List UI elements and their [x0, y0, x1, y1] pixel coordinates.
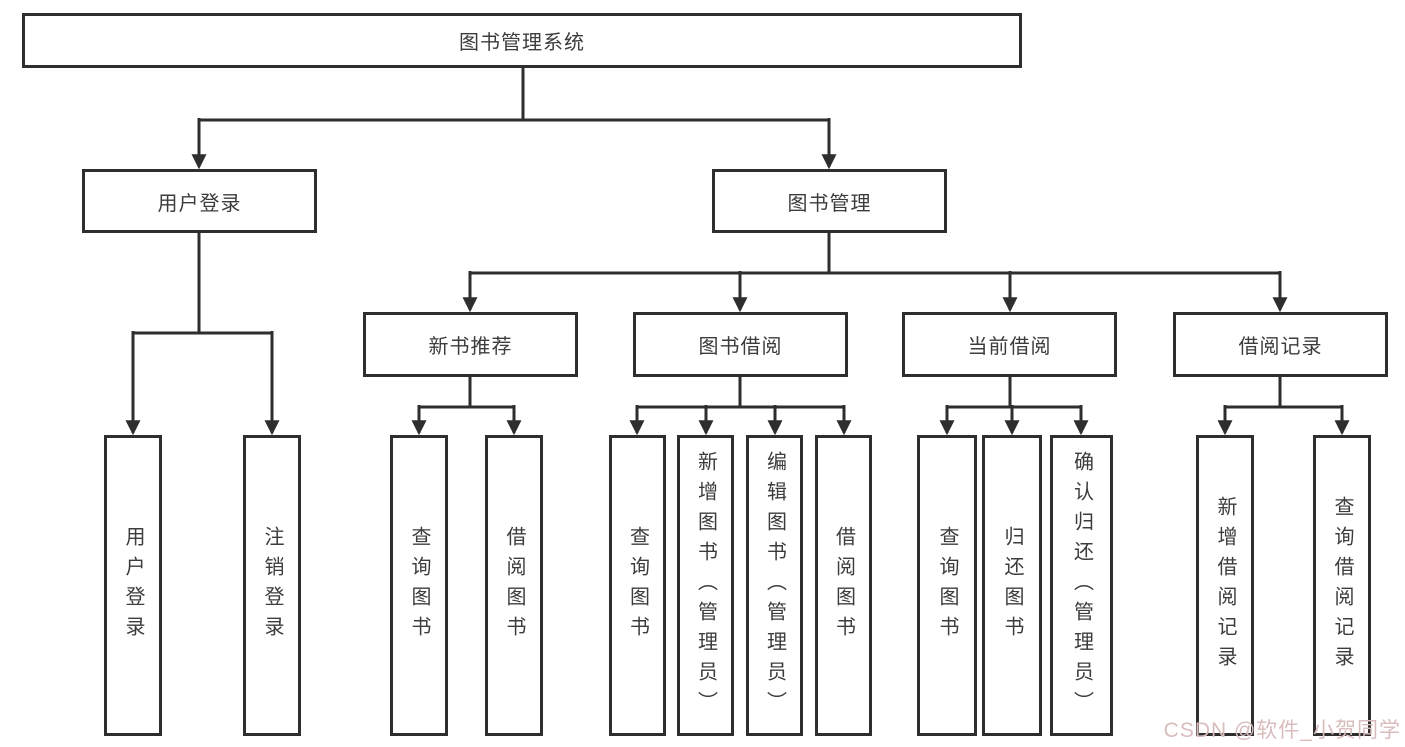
node-label: 图书借阅 [698, 336, 783, 358]
leaf-query-books-borrow: 查询图书 [609, 435, 666, 736]
leaf-borrow-books-recommend: 借阅图书 [485, 435, 543, 736]
node-library-management-system: 图书管理系统 [22, 13, 1022, 68]
leaf-query-books-recommend: 查询图书 [390, 435, 448, 736]
leaf-user-login: 用户登录 [104, 435, 162, 736]
node-label: 图书管理 [787, 192, 872, 215]
node-label: 图书管理系统 [459, 32, 585, 54]
leaf-add-borrow-record: 新增借阅记录 [1196, 435, 1254, 736]
leaf-label: 确认归还（管理员） [1070, 450, 1093, 721]
node-borrow-records: 借阅记录 [1173, 312, 1388, 377]
leaf-borrow-books: 借阅图书 [815, 435, 872, 736]
leaf-label: 用户登录 [122, 525, 144, 646]
leaf-label: 编辑图书（管理员） [763, 450, 786, 721]
node-label: 借阅记录 [1238, 336, 1323, 358]
leaf-confirm-return-admin: 确认归还（管理员） [1050, 435, 1113, 736]
leaf-label: 新增图书（管理员） [694, 450, 717, 721]
leaf-label: 借阅图书 [503, 525, 525, 646]
leaf-label: 归还图书 [1001, 525, 1023, 646]
leaf-label: 注销登录 [261, 525, 283, 646]
leaf-label: 新增借阅记录 [1214, 495, 1236, 676]
node-new-book-recommend: 新书推荐 [363, 312, 578, 377]
leaf-add-book-admin: 新增图书（管理员） [677, 435, 734, 736]
leaf-label: 查询图书 [936, 525, 958, 646]
leaf-query-books-current: 查询图书 [917, 435, 977, 736]
leaf-query-borrow-record: 查询借阅记录 [1313, 435, 1371, 736]
node-book-borrow: 图书借阅 [633, 312, 848, 377]
leaf-return-books: 归还图书 [982, 435, 1042, 736]
node-current-borrow: 当前借阅 [902, 312, 1117, 377]
leaf-label: 查询借阅记录 [1331, 495, 1353, 676]
node-label: 当前借阅 [967, 336, 1052, 358]
node-label: 新书推荐 [428, 336, 513, 358]
leaf-label: 借阅图书 [832, 525, 855, 646]
node-label: 用户登录 [157, 192, 242, 215]
leaf-label: 查询图书 [626, 525, 649, 646]
node-book-management: 图书管理 [712, 169, 947, 233]
node-user-login: 用户登录 [82, 169, 317, 233]
leaf-logout: 注销登录 [243, 435, 301, 736]
leaf-label: 查询图书 [408, 525, 430, 646]
leaf-edit-book-admin: 编辑图书（管理员） [746, 435, 803, 736]
